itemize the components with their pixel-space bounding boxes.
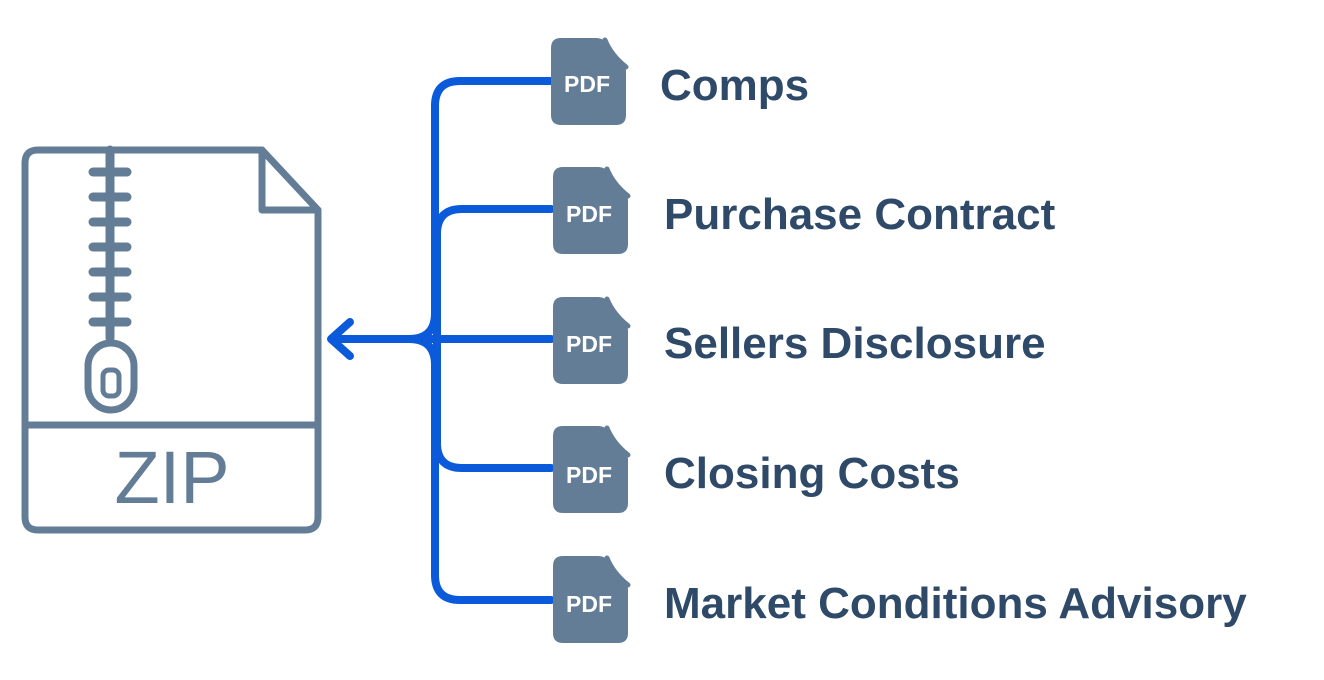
pdf-badge: PDF [566,201,612,227]
pdf-badge: PDF [566,462,612,488]
document-label-market-conditions-advisory: Market Conditions Advisory [664,579,1247,628]
zipper-pull [84,339,138,414]
pdf-file-icon: PDF [551,37,629,125]
pdf-badge: PDF [566,591,612,617]
document-item: PDF Market Conditions Advisory [553,555,1247,643]
connector-lines [327,77,555,604]
pdf-file-icon: PDF [553,166,631,254]
zip-label: ZIP [114,436,229,519]
document-item: PDF Comps [551,37,809,125]
document-item: PDF Sellers Disclosure [553,296,1046,384]
pdf-file-body [553,167,628,254]
pdf-badge: PDF [566,331,612,357]
pdf-file-corner [604,166,631,199]
pdf-file-icon: PDF [553,425,631,513]
connector-market-conditions-advisory [405,335,555,604]
pdf-file-corner [604,555,631,588]
document-list: PDF Comps PDF Purchase Contract PDF Sell… [551,37,1247,643]
document-label-sellers-disclosure: Sellers Disclosure [664,319,1046,368]
arrow-head-icon [327,318,354,360]
document-label-purchase-contract: Purchase Contract [664,190,1056,239]
document-item: PDF Purchase Contract [553,166,1056,254]
pdf-file-corner [604,425,631,458]
pdf-file-body [553,297,628,384]
zip-archive-icon [21,145,322,534]
connector-closing-costs [433,335,555,472]
document-item: PDF Closing Costs [553,425,960,513]
pdf-file-corner [602,37,629,70]
zip-file-outline [21,146,322,534]
pdf-file-icon: PDF [553,555,631,643]
pdf-file-icon: PDF [553,296,631,384]
zipper-teeth [88,167,132,327]
document-label-comps: Comps [660,61,809,110]
zip-file-fold [258,146,322,214]
pdf-file-body [551,38,626,125]
connector-purchase-contract [433,205,555,343]
pdf-file-corner [604,296,631,329]
document-label-closing-costs: Closing Costs [664,449,960,498]
pdf-file-body [553,556,628,643]
pdf-file-body [553,426,628,513]
zipper-pull-slot [100,367,122,399]
pdf-badge: PDF [564,71,610,97]
